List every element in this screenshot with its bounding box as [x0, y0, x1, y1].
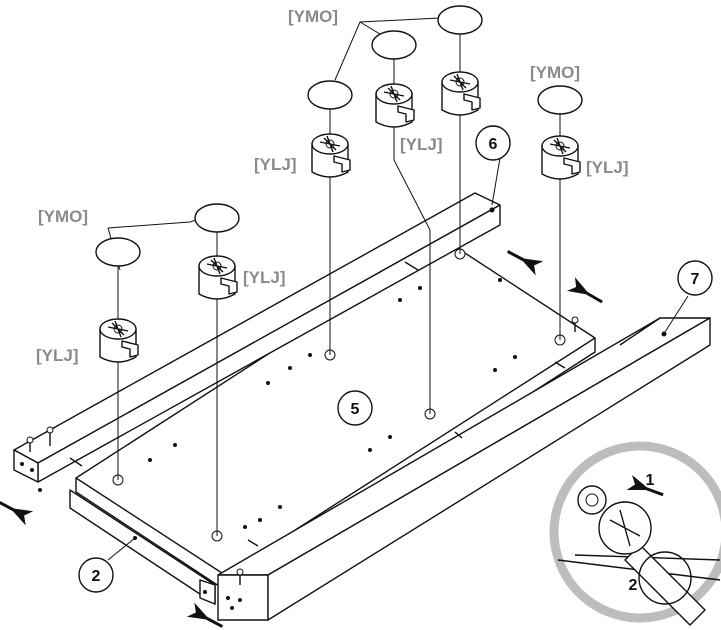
label-ymo-right: [YMO] [530, 63, 580, 82]
part-number-7: 7 [691, 271, 700, 288]
label-ylj-left-upper: [YLJ] [243, 268, 286, 287]
label-ylj-mid: [YLJ] [254, 155, 297, 174]
label-ylj-right: [YLJ] [586, 158, 629, 177]
part-callout-6: 6 [475, 125, 511, 206]
part-callout-7: 7 [664, 260, 713, 333]
guide-lines [107, 17, 561, 536]
part-callout-2: 2 [78, 537, 136, 593]
screwdriver-icon [624, 544, 706, 626]
part-number-6: 6 [489, 136, 498, 153]
part-callout-5: 5 [337, 390, 373, 426]
rail-6 [13, 192, 501, 492]
label-ylj-center: [YLJ] [400, 135, 443, 154]
label-ymo-left: [YMO] [38, 207, 88, 226]
label-ylj-left-lower: [YLJ] [36, 346, 79, 365]
label-ymo-top: [YMO] [288, 7, 338, 26]
detail-step-1: 1 [646, 472, 655, 489]
rail-7 [217, 316, 711, 621]
detail-step-2: 2 [629, 577, 638, 594]
detail-inset [549, 441, 721, 626]
part-number-2: 2 [92, 568, 101, 585]
cam-lock-icon [577, 485, 652, 555]
part-number-5: 5 [351, 401, 360, 418]
